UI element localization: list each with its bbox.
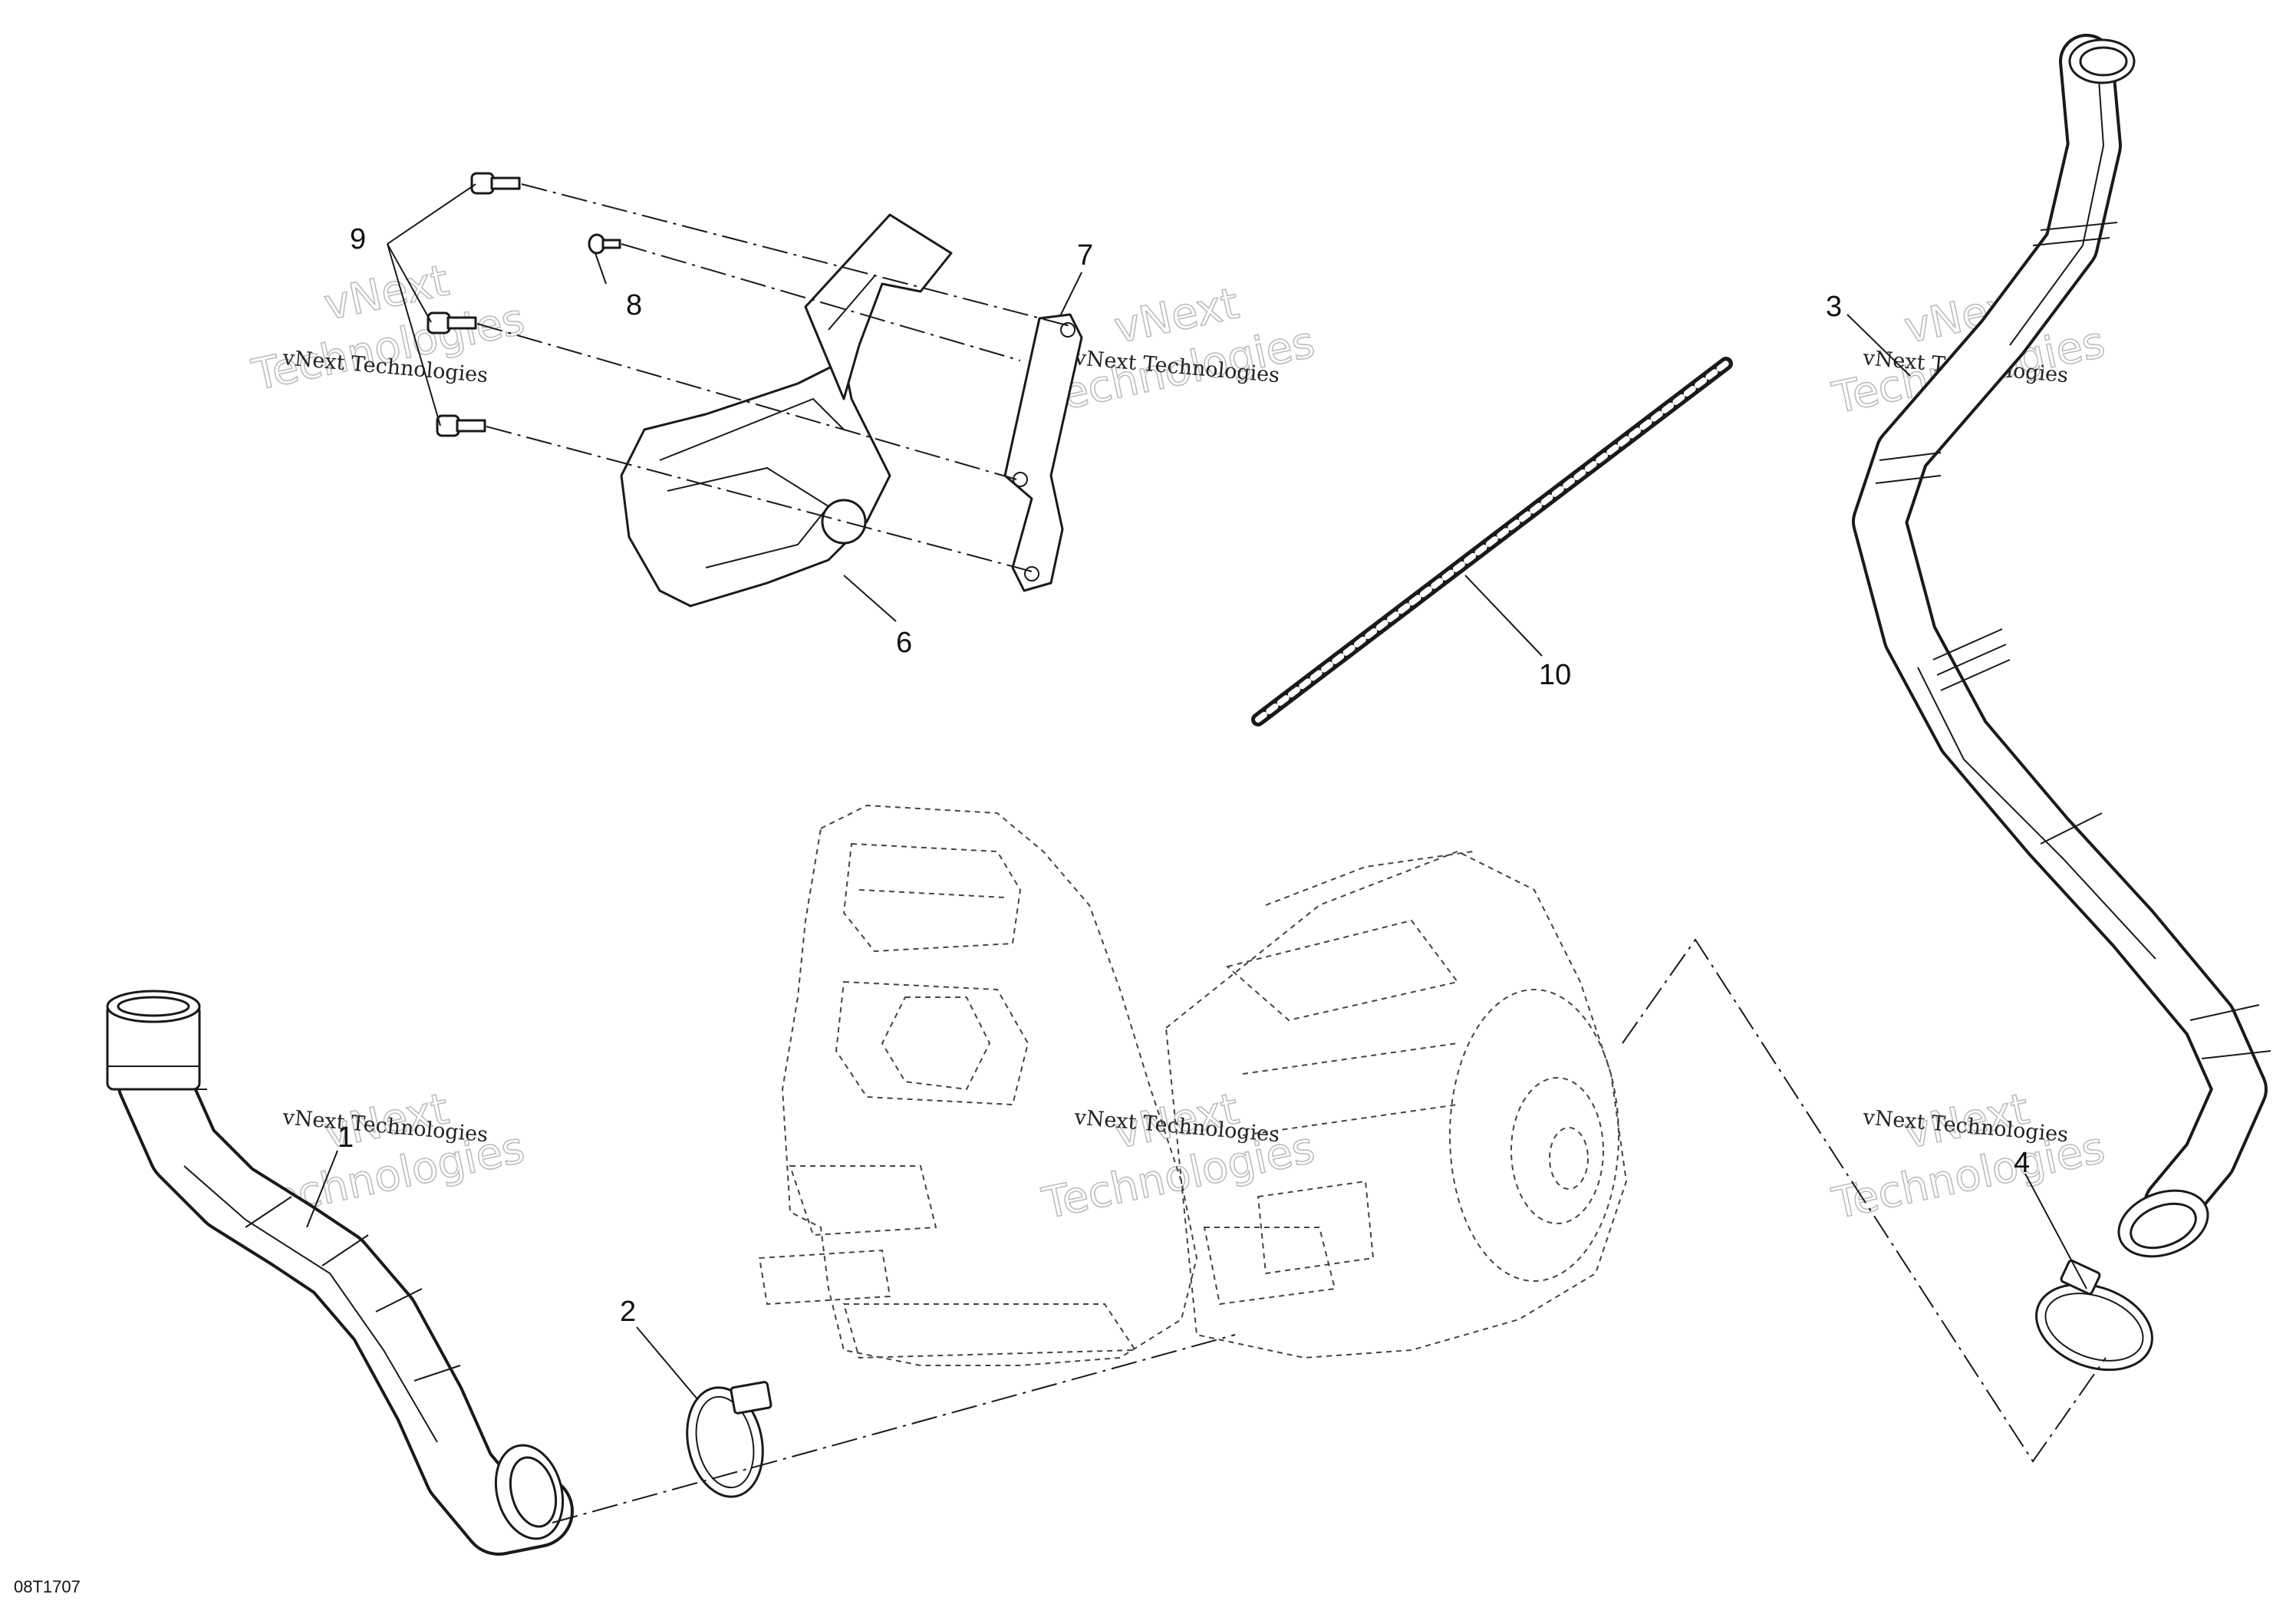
leader-lines <box>306 183 2087 1401</box>
callout-7: 7 <box>1077 239 1093 272</box>
watermark-bottom-right: vNext Technologies <box>1827 1083 2110 1230</box>
assembly-line <box>476 323 1017 480</box>
air-hose-right-part <box>1852 34 2271 1258</box>
callout-8: 8 <box>626 289 642 321</box>
hose-clamp-right-part <box>2035 1259 2153 1372</box>
callout-4: 4 <box>2014 1147 2030 1179</box>
pin-part <box>588 233 621 255</box>
air-hose-left-part <box>106 990 574 1556</box>
callout-10: 10 <box>1539 659 1571 691</box>
callout-9: 9 <box>350 223 366 255</box>
watermark-group: vNext Technologies vNext Technologies vN… <box>247 255 2110 1230</box>
callout-2: 2 <box>620 1296 636 1328</box>
hose-clamp-left-part <box>686 1381 772 1498</box>
assembly-line <box>621 243 1021 361</box>
drive-chain-part <box>1251 357 1733 726</box>
assembly-line <box>521 183 1071 327</box>
drawing-code: 08T1707 <box>14 1577 81 1596</box>
assembly-line <box>552 1334 1236 1523</box>
chain-guard-part <box>620 213 953 608</box>
assembly-line <box>1622 938 2107 1463</box>
engine-outline <box>758 804 1628 1366</box>
callout-3: 3 <box>1826 291 1842 323</box>
callout-6: 6 <box>896 627 912 659</box>
guard-bracket-part <box>1003 313 1083 592</box>
screws-part <box>427 172 521 437</box>
assembly-line <box>486 426 1033 572</box>
callout-1: 1 <box>338 1121 354 1154</box>
